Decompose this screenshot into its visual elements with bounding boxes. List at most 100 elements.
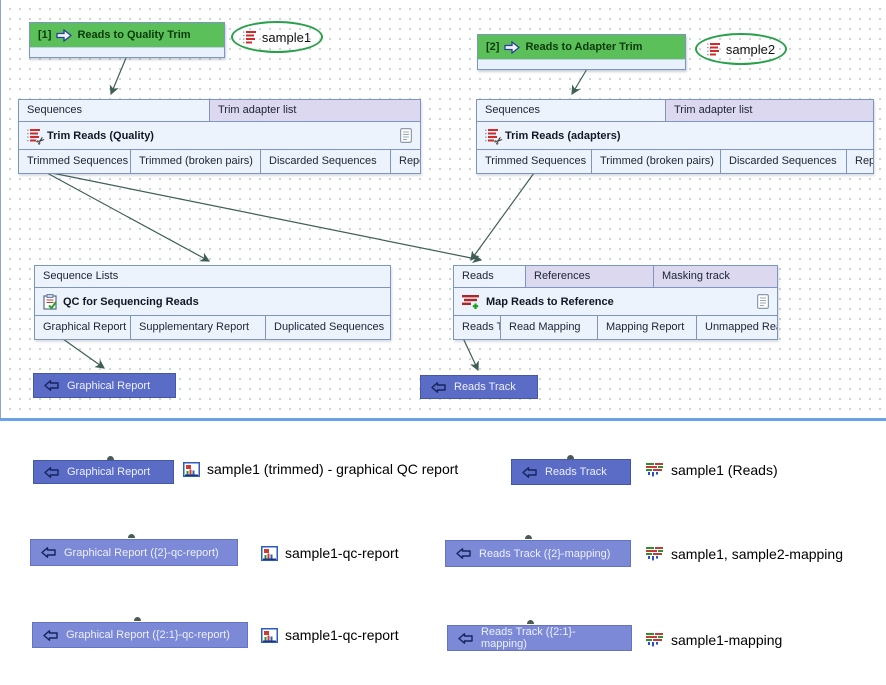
input-node-label: Reads to Quality Trim <box>77 29 191 41</box>
output-port[interactable]: Trimmed Sequences <box>19 150 130 173</box>
input-port-reads[interactable]: Reads <box>454 266 525 287</box>
connector-stub <box>525 535 532 539</box>
result-file[interactable]: sample1-qc-report <box>261 627 399 643</box>
output-port[interactable]: Unmapped Reads <box>696 316 777 339</box>
sequence-list-icon <box>706 42 721 56</box>
report-page-icon <box>400 128 412 143</box>
input-node-1[interactable]: [1] Reads to Quality Trim <box>29 22 225 58</box>
input-node-2[interactable]: [2] Reads to Adapter Trim <box>477 34 686 70</box>
connector-stub <box>107 456 114 460</box>
sample1-annotation[interactable]: sample1 <box>231 21 323 53</box>
result-file[interactable]: sample1 (Reads) <box>646 462 778 478</box>
output-arrow-icon <box>44 466 59 478</box>
node-title: Trim Reads (Quality) <box>47 129 154 142</box>
result-file-name: sample1 (trimmed) - graphical QC report <box>207 461 459 477</box>
output-port[interactable]: Duplicated Sequences <box>265 316 390 339</box>
output-arrow-icon <box>431 381 446 393</box>
result-output-box[interactable]: Reads Track <box>511 459 631 485</box>
node-title: Trim Reads (adapters) <box>505 129 621 142</box>
qc-clipboard-icon <box>43 293 57 310</box>
section-divider <box>0 418 886 421</box>
output-port[interactable]: Trimmed (broken pairs) <box>591 150 720 173</box>
result-file[interactable]: sample1-mapping <box>646 632 782 648</box>
result-output-box[interactable]: Graphical Report ({2}-qc-report) <box>30 539 238 566</box>
output-arrow-icon <box>522 466 537 478</box>
sample-label: sample1 <box>261 29 312 45</box>
node-trim-reads-quality[interactable]: Sequences Trim adapter list ✂ Trim Reads… <box>18 99 421 174</box>
workflow-input-arrow-icon <box>56 28 73 42</box>
report-page-icon <box>757 294 769 309</box>
workflow-canvas[interactable]: [1] Reads to Quality Trim sample1 [2] <box>0 0 886 418</box>
output-box-label: Graphical Report ({2:1}-qc-report) <box>66 629 230 641</box>
output-port[interactable]: Reads Track <box>454 316 500 339</box>
connector-stub <box>128 534 135 538</box>
sequence-list-icon <box>242 30 257 44</box>
result-file-name: sample1 (Reads) <box>671 462 778 478</box>
output-arrow-icon <box>456 548 471 559</box>
result-output-box[interactable]: Reads Track ({2:1}-mapping) <box>447 625 632 651</box>
output-arrow-icon <box>458 632 473 644</box>
reads-track-file-icon <box>646 463 664 477</box>
graphical-report-file-icon <box>183 461 200 477</box>
output-port[interactable]: Discarded Sequences <box>260 150 390 173</box>
sample-label: sample2 <box>725 41 776 57</box>
output-box-label: Graphical Report <box>67 466 151 478</box>
result-output-box[interactable]: Graphical Report <box>33 460 174 484</box>
input-port-trim-adapter-list[interactable]: Trim adapter list <box>209 100 420 121</box>
output-port[interactable]: Discarded Sequences <box>720 150 846 173</box>
node-trim-reads-adapters[interactable]: Sequences Trim adapter list ✂ Trim Reads… <box>476 99 874 174</box>
connector-stub <box>527 620 534 624</box>
output-arrow-icon <box>44 380 59 391</box>
output-arrow-icon <box>41 547 56 558</box>
input-node-label: Reads to Adapter Trim <box>525 41 643 53</box>
node-title: Map Reads to Reference <box>486 295 614 308</box>
workflow-input-arrow-icon <box>504 40 521 54</box>
output-port[interactable]: Trimmed Sequences <box>477 150 591 173</box>
node-qc-for-sequencing-reads[interactable]: Sequence Lists QC for Sequencing Reads G… <box>34 265 391 340</box>
node-title: QC for Sequencing Reads <box>63 295 199 308</box>
input-port-trim-adapter-list[interactable]: Trim adapter list <box>665 100 873 121</box>
reads-track-file-icon <box>646 633 664 647</box>
output-arrow-icon <box>43 629 58 641</box>
output-port[interactable]: Graphical Report <box>35 316 130 339</box>
output-port[interactable]: Report <box>846 150 873 173</box>
trim-reads-icon: ✂ <box>27 129 48 148</box>
result-file-name: sample1-qc-report <box>285 627 399 643</box>
connector-stub <box>134 617 141 621</box>
output-box-label: Reads Track ({2:1}-mapping) <box>481 626 576 650</box>
result-output-box[interactable]: Graphical Report ({2:1}-qc-report) <box>32 622 248 648</box>
output-box-label: Reads Track <box>545 466 607 478</box>
graphical-report-file-icon <box>261 545 278 561</box>
result-file[interactable]: sample1 (trimmed) - graphical QC report <box>183 461 458 477</box>
input-port-sequences[interactable]: Sequences <box>477 100 665 121</box>
input-index: [1] <box>38 29 52 41</box>
connector-stub <box>567 455 574 459</box>
result-output-box[interactable]: Reads Track ({2}-mapping) <box>445 540 631 567</box>
workflow-output-graphical-report[interactable]: Graphical Report <box>33 373 176 398</box>
input-port-masking-track[interactable]: Masking track <box>653 266 777 287</box>
output-port[interactable]: Supplementary Report <box>130 316 265 339</box>
input-port-sequence-lists[interactable]: Sequence Lists <box>35 266 390 287</box>
input-node-port[interactable] <box>478 59 685 69</box>
input-port-references[interactable]: References <box>525 266 653 287</box>
output-box-label: Graphical Report ({2}-qc-report) <box>64 546 219 559</box>
trim-reads-icon: ✂ <box>485 129 506 148</box>
workflow-output-reads-track[interactable]: Reads Track <box>420 375 538 399</box>
node-map-reads-to-reference[interactable]: Reads References Masking track Map Reads… <box>453 265 778 340</box>
result-file-name: sample1, sample2-mapping <box>671 546 843 562</box>
result-file-name: sample1-mapping <box>671 632 783 648</box>
sample2-annotation[interactable]: sample2 <box>695 33 787 65</box>
output-port[interactable]: Report <box>390 150 420 173</box>
input-node-port[interactable] <box>30 47 224 57</box>
output-port[interactable]: Read Mapping <box>500 316 597 339</box>
result-file[interactable]: sample1-qc-report <box>261 545 399 561</box>
output-box-label: Reads Track <box>454 381 516 393</box>
output-port[interactable]: Trimmed (broken pairs) <box>130 150 260 173</box>
reads-track-file-icon <box>646 547 664 561</box>
output-port[interactable]: Mapping Report <box>597 316 696 339</box>
output-box-label: Graphical Report <box>67 379 151 392</box>
input-port-sequences[interactable]: Sequences <box>19 100 209 121</box>
result-file[interactable]: sample1, sample2-mapping <box>646 546 843 562</box>
result-file-name: sample1-qc-report <box>285 545 399 561</box>
